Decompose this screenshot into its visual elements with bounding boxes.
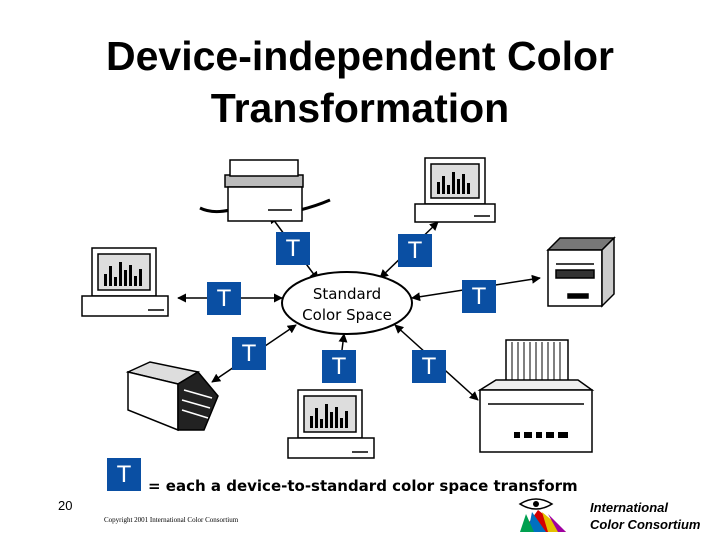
top-printer-icon (548, 238, 614, 306)
standard-color-space-label: Standard Color Space (282, 284, 412, 326)
icc-logo: International Color Consortium (518, 496, 714, 534)
transform-box: T (276, 232, 310, 265)
legend-text: = each a device-to-standard color space … (148, 477, 578, 495)
transform-box: T (232, 337, 266, 370)
slide-number: 20 (58, 498, 72, 513)
transform-box: T (322, 350, 356, 383)
copyright-notice: Copyright 2001 International Color Conso… (104, 516, 238, 524)
bottom-printer-icon (480, 340, 592, 452)
legend-transform-box: T (107, 458, 141, 491)
camera-icon (128, 362, 218, 430)
top-monitor-icon (415, 158, 495, 222)
scanner-icon (200, 160, 330, 221)
transform-box: T (412, 350, 446, 383)
center-label-line1: Standard (282, 284, 412, 305)
transform-box: T (207, 282, 241, 315)
center-label-line2: Color Space (282, 305, 412, 326)
transform-box: T (398, 234, 432, 267)
bottom-monitor-icon (288, 390, 374, 458)
svg-text:Color Consortium: Color Consortium (590, 517, 701, 532)
left-monitor-icon (82, 248, 168, 316)
transform-box: T (462, 280, 496, 313)
svg-text:International: International (590, 500, 668, 515)
